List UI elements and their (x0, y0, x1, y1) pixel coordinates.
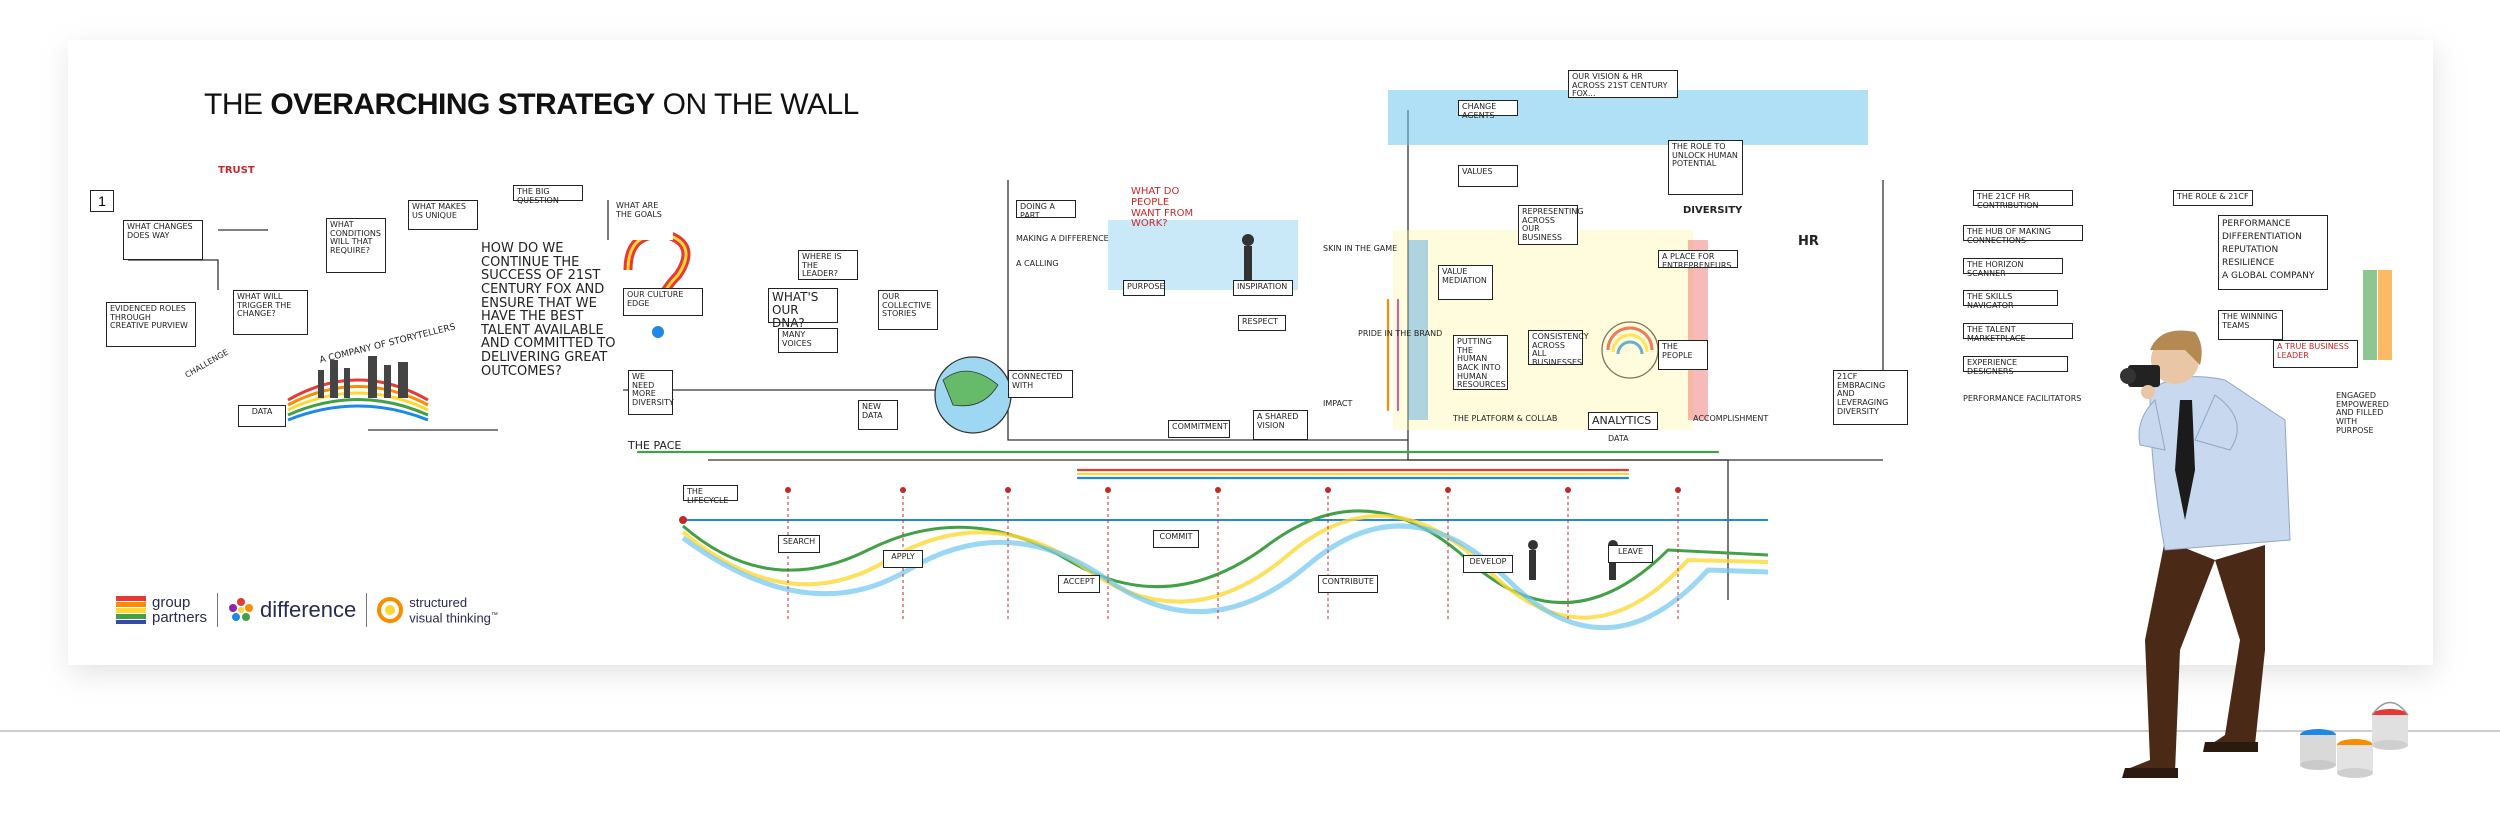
box-shared-vision: A SHARED VISION (1253, 410, 1308, 440)
gp-line2: partners (152, 609, 208, 626)
label-accomplishment: ACCOMPLISHMENT (1693, 414, 1769, 423)
box-what-conditions: WHAT CONDITIONS WILL THAT REQUIRE? (326, 218, 386, 273)
big-question-text: HOW DO WE CONTINUE THE SUCCESS OF 21ST C… (478, 240, 623, 400)
box-talent-marketplace: THE TALENT MARKETPLACE (1963, 323, 2073, 342)
svt-line1: structured (409, 594, 468, 610)
box-inspiration: INSPIRATION (1233, 280, 1293, 296)
label-platform: THE PLATFORM & COLLAB (1453, 414, 1558, 423)
page-title: THE OVERARCHING STRATEGY ON THE WALL (204, 88, 859, 122)
box-horizon-scanner: THE HORIZON SCANNER (1963, 258, 2063, 277)
box-winning-teams: THE WINNING TEAMS (2218, 310, 2283, 340)
role-differentiation: DIFFERENTIATION (2222, 232, 2302, 243)
box-change-agents: CHANGE AGENTS (1458, 100, 1518, 119)
box-true-business-leader: A TRUE BUSINESS LEADER (2273, 340, 2358, 368)
stage-leave: LEAVE (1608, 545, 1653, 563)
label-impact: IMPACT (1323, 399, 1353, 408)
box-role-title: THE ROLE & 21CF (2173, 190, 2253, 206)
role-performance: PERFORMANCE (2222, 219, 2291, 229)
box-commitment: COMMITMENT (1168, 420, 1230, 438)
box-what-changes: WHAT CHANGES DOES WAY (123, 220, 203, 260)
stage-apply: APPLY (883, 550, 923, 568)
label-a-calling: A CALLING (1016, 259, 1059, 268)
group-partners-text: group partners (152, 595, 207, 625)
svt-circle-icon (377, 596, 404, 623)
box-place-entrepreneurs: A PLACE for ENTREPRENEURS (1658, 250, 1738, 269)
svt-text: structured visual thinking™ (409, 596, 498, 624)
role-resilience: RESILIENCE (2222, 258, 2275, 269)
label-what-people-want: WHAT DO PEOPLE WANT FROM WORK? (1128, 185, 1203, 229)
group-partners-icon (116, 596, 146, 624)
box-makes-us-unique: WHAT MAKES US UNIQUE (408, 200, 478, 230)
role-reputation: REPUTATION (2222, 245, 2279, 256)
label-goals: WHAT ARE THE GOALS (613, 200, 673, 240)
box-making-connections: THE HUB of MAKING CONNECTIONS (1963, 225, 2083, 244)
box-our-dna: WHAT'S OUR DNA? (768, 288, 838, 329)
label-trust: TRUST (218, 165, 255, 176)
box-analytics: ANALYTICS (1588, 412, 1658, 430)
stage-contribute: CONTRIBUTE (1318, 575, 1378, 593)
box-connected-with: CONNECTED WITH (1008, 370, 1073, 398)
box-many-voices: MANY VOICES (778, 328, 838, 353)
partner-logos: group partners difference structur (116, 590, 498, 630)
stage-accept: ACCEPT (1058, 575, 1100, 593)
box-tcf-contribution: THE 21CF HR CONTRIBUTION (1973, 190, 2073, 209)
box-doing-a-part: DOING A PART (1016, 200, 1076, 219)
gp-line1: group (152, 594, 191, 611)
section-number: 1 (90, 190, 114, 212)
logo-divider (217, 593, 219, 627)
box-unlock-human: THE ROLE TO UNLOCK HUMAN POTENTIAL (1668, 140, 1743, 195)
box-what-will-trigger: WHAT WILL TRIGGER THE CHANGE? (233, 290, 308, 335)
label-performance-facilitators: PERFORMANCE FACILITATORS (1963, 394, 2082, 403)
box-respect: RESPECT (1238, 315, 1286, 331)
box-culture-edge: OUR CULTURE EDGE (623, 288, 703, 316)
box-putting-human: PUTTING THE HUMAN BACK INTO HUMAN RESOUR… (1453, 335, 1508, 390)
label-pride-brand: PRIDE IN THE BRAND (1358, 329, 1443, 338)
title-prefix: THE (204, 88, 263, 121)
svt-line2: visual thinking (409, 610, 491, 626)
box-diversity-21cf: 21CF EMBRACING AND LEVERAGING DIVERSITY (1833, 370, 1908, 425)
box-stories-collective: OUR COLLECTIVE STORIES (878, 290, 938, 330)
stage-commit: COMMIT (1153, 530, 1199, 548)
lifecycle-label: THE LIFECYCLE (683, 485, 738, 504)
connector-lines (128, 90, 2392, 631)
label-hr: HR (1798, 234, 1819, 249)
box-skills-navigator: THE SKILLS NAVIGATOR (1963, 290, 2058, 309)
difference-flower-icon (229, 598, 254, 621)
title-bold: OVERARCHING STRATEGY (270, 88, 655, 121)
box-vision-header: OUR VISION & HR ACROSS 21ST CENTURY FOX.… (1568, 70, 1678, 98)
box-representing: REPRESENTING ACROSS OUR BUSINESS (1518, 205, 1584, 245)
difference-logo: difference (228, 597, 356, 623)
label-engaged: ENGAGED EMPOWERED AND FILLED WITH PURPOS… (2333, 390, 2398, 440)
label-diversity: DIVERSITY (1683, 205, 1743, 216)
box-purpose: PURPOSE (1123, 280, 1165, 296)
svt-logo: structured visual thinking™ (377, 596, 498, 624)
box-more-diversity: WE NEED MORE DIVERSITY (628, 370, 674, 415)
box-consistency: CONSISTENCY ACROSS ALL BUSINESSES (1528, 330, 1589, 367)
label-skin-in-game: SKIN IN THE GAME (1323, 244, 1398, 253)
box-values: VALUES (1458, 165, 1518, 187)
floor-line (0, 730, 2500, 732)
label-pace: THE PACE (628, 439, 682, 452)
strategy-wall: THE OVERARCHING STRATEGY ON THE WALL 1 (68, 40, 2433, 665)
group-partners-logo: group partners (116, 595, 207, 625)
box-value-mediation: VALUE MEDIATION (1438, 265, 1493, 300)
logo-divider (366, 593, 368, 627)
difference-text: difference (260, 597, 357, 622)
box-new-data: NEW DATA (858, 400, 898, 430)
box-the-people: THE PEOPLE (1658, 340, 1708, 370)
box-evidenced-roles: EVIDENCED ROLES THROUGH CREATIVE PURVIEW (106, 302, 196, 347)
box-role-list: PERFORMANCE DIFFERENTIATION REPUTATION R… (2218, 215, 2328, 290)
paint-cans (2300, 701, 2409, 778)
stage-develop: DEVELOP (1463, 555, 1513, 573)
box-experience-designers: EXPERIENCE DESIGNERS (1963, 356, 2068, 375)
box-big-question: THE BIG QUESTION (513, 185, 583, 204)
role-global-company: A GLOBAL COMPANY (2222, 271, 2315, 282)
svt-tm: ™ (490, 611, 498, 619)
title-suffix: ON THE WALL (662, 88, 860, 121)
stage-search: SEARCH (778, 535, 820, 553)
label-making-difference: MAKING A DIFFERENCE (1016, 234, 1109, 243)
label-data: DATA (1608, 434, 1629, 443)
box-where-leader: WHERE IS THE LEADER? (798, 250, 858, 280)
box-data: DATA (238, 405, 286, 427)
